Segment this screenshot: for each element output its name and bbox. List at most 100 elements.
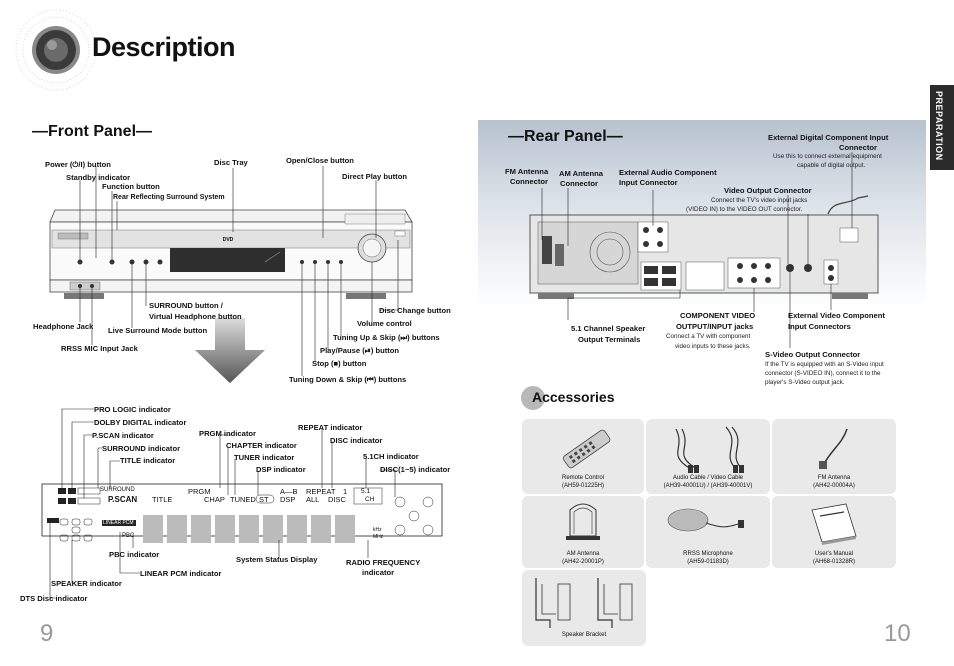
screen-all: ALL (306, 495, 320, 504)
title-ind-label: TITLE indicator (120, 456, 176, 465)
dolby-digital-label: DOLBY DIGITAL indicator (94, 418, 187, 427)
chapter-label: CHAPTER indicator (226, 441, 297, 450)
screen-ab: A—B (280, 487, 298, 496)
surround-button-label-1: SURROUND button / (149, 301, 223, 310)
pscan-label: P.SCAN indicator (92, 431, 154, 440)
screen-pscan: P.SCAN (108, 495, 138, 504)
front-panel-figure: DVD (41, 166, 443, 599)
svideo-label: S-Video Output Connector (765, 350, 861, 359)
radio-frequency-label-2: indicator (362, 568, 395, 577)
ch51-label: 5.1CH indicator (363, 452, 419, 461)
screen-pbc: PBC (122, 533, 135, 539)
radio-frequency-label-1: RADIO FREQUENCY (346, 558, 421, 567)
accessory-code: (AH59-01183D) (687, 559, 729, 565)
accessory-code: (AH59-01225H) (561, 483, 605, 489)
tuning-down-label: Tuning Down & Skip (⏮) buttons (289, 375, 407, 384)
am-antenna-label-1: AM Antenna (559, 169, 604, 178)
prgm-label: PRGM indicator (199, 429, 256, 438)
screen-khz: kHz (373, 527, 382, 533)
screen-ch-bot: CH (365, 496, 375, 503)
screen-disc: DISC (328, 495, 346, 504)
accessory-rrss-mic: RRSS Microphone (AH59-01183D) (646, 496, 770, 568)
screen-dsp: DSP (280, 495, 296, 504)
speaker-ind-label: SPEAKER indicator (51, 579, 122, 588)
bracket-icon (535, 578, 633, 628)
accessory-name: RRSS Microphone (683, 551, 733, 557)
power-button-label: Power (⏻/I) button (45, 160, 111, 169)
accessory-name: User's Manual (814, 551, 854, 557)
rear-panel-figure (478, 0, 954, 666)
screen-chap: CHAP (204, 495, 225, 504)
title-logo (14, 8, 98, 92)
screen-repeat: REPEAT (306, 487, 336, 496)
preparation-tab-label: PREPARATION (934, 91, 944, 161)
ext-audio-label-2: Input Connector (619, 178, 678, 187)
live-surround-label: Live Surround Mode button (108, 326, 208, 335)
preparation-tab: PREPARATION (930, 85, 954, 170)
screen-st: ST (259, 495, 269, 504)
remote-control-icon (563, 429, 611, 469)
microphone-icon (667, 508, 744, 532)
function-button-label: Function button (102, 182, 160, 191)
front-panel-heading: —Front Panel— (32, 123, 153, 140)
repeat-label: REPEAT indicator (298, 423, 363, 432)
ext-digital-note-2: capable of digital output. (797, 162, 866, 169)
volume-control-label: Volume control (357, 319, 412, 328)
disc-tray-label: Disc Tray (214, 158, 248, 167)
tuning-up-label: Tuning Up & Skip (⏭) buttons (333, 333, 440, 342)
surround-button-label-2: Virtual Headphone button (149, 312, 242, 321)
disc-change-label: Disc Change button (379, 306, 451, 315)
accessories-heading: Accessories (532, 389, 615, 405)
ext-digital-label-1: External Digital Component Input (768, 133, 889, 142)
headphone-jack-label: Headphone Jack (33, 322, 94, 331)
rear-panel-heading: —Rear Panel— (508, 128, 623, 145)
accessory-cables: Audio Cable / Video Cable (AH39-40001U) … (646, 419, 770, 494)
page-number-left: 9 (40, 620, 54, 647)
screen-prgm: PRGM (188, 487, 211, 496)
screen-surround: SURROUND (100, 487, 135, 493)
page-number-right: 10 (884, 620, 911, 647)
rear-reflecting-label: Rear Reflecting Surround System (113, 194, 225, 201)
ext-video-label-1: External Video Component (788, 311, 885, 320)
am-antenna-label-2: Connector (560, 179, 598, 188)
accessory-manual: User's Manual (AH68-01328R) (772, 496, 896, 568)
accessory-name: FM Antenna (817, 475, 851, 481)
stop-label: Stop (■) button (312, 359, 367, 368)
accessory-speaker-bracket: Speaker Bracket (522, 570, 646, 646)
fm-antenna-label-2: Connector (510, 177, 548, 186)
accessory-remote: Remote Control (AH59-01225H) (522, 419, 644, 494)
screen-tuned: TUNED (230, 495, 256, 504)
screen-one: 1 (343, 487, 348, 496)
ext-audio-label-1: External Audio Component (619, 168, 717, 177)
component-note-1: Connect a TV with component (666, 333, 751, 340)
svideo-note-3: player's S-Video output jack. (765, 379, 845, 386)
dts-label: DTS Disc indicator (20, 594, 88, 603)
accessory-code: (AH68-01328R) (812, 559, 856, 565)
ext-digital-label-2: Connector (839, 143, 877, 152)
fm-antenna-label-1: FM Antenna (505, 167, 549, 176)
component-label-2: OUTPUT/INPUT jacks (676, 322, 754, 331)
rrss-mic-label: RRSS MIC Input Jack (61, 344, 138, 353)
accessory-fm-antenna: FM Antenna (AH42-00004A) (772, 419, 896, 494)
fm-antenna-icon (819, 428, 848, 469)
tuner-label: TUNER indicator (234, 453, 295, 462)
svg-text:DVD: DVD (223, 237, 234, 243)
play-pause-label: Play/Pause (⏯) button (320, 346, 400, 355)
speaker-output-label-1: 5.1 Channel Speaker (571, 324, 646, 333)
open-close-label: Open/Close button (286, 156, 354, 165)
cable-icon (675, 426, 744, 473)
surround-ind-label: SURROUND indicator (102, 444, 181, 453)
accessory-name: Speaker Bracket (561, 632, 607, 638)
accessory-name: Audio Cable / Video Cable (672, 475, 744, 481)
accessory-code: (AH42-20001P) (562, 559, 604, 565)
standby-indicator-label: Standby indicator (66, 173, 131, 182)
am-antenna-icon (566, 503, 600, 540)
linear-pcm-label: LINEAR PCM indicator (140, 569, 222, 578)
accessory-code: (AH42-00004A) (813, 483, 855, 489)
accessory-name: Remote Control (561, 475, 605, 481)
video-output-note-2: (VIDEO IN) to the VIDEO OUT connector. (686, 206, 803, 213)
ext-digital-note-1: Use this to connect external equipment (773, 153, 882, 160)
system-status-label: System Status Display (236, 555, 318, 564)
page-title: Description (92, 32, 236, 62)
manual-icon (811, 503, 857, 545)
